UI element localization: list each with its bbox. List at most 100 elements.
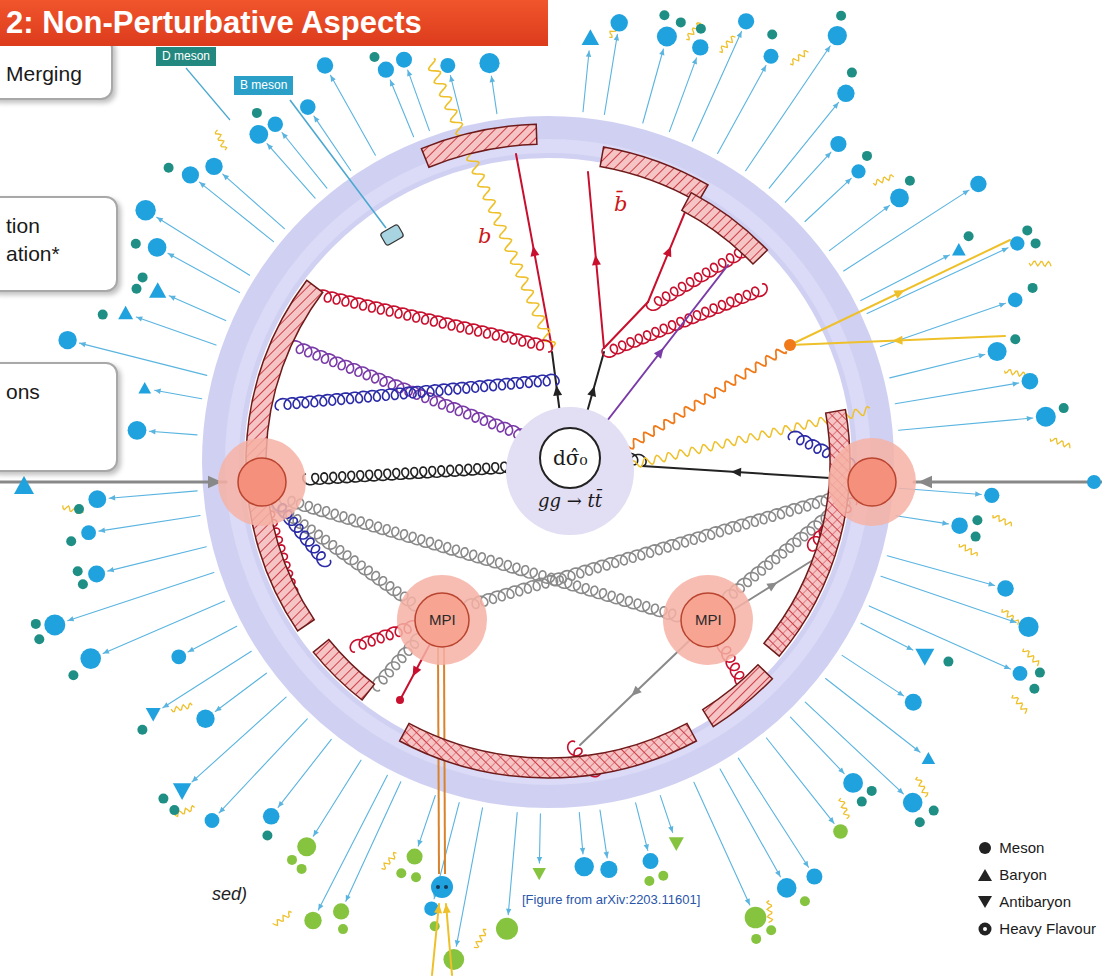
- decay-product: [73, 566, 83, 576]
- hadron-track: [169, 296, 226, 321]
- hadron-track: [643, 49, 664, 123]
- hadron-track: [136, 317, 216, 345]
- arrow-head: [737, 31, 742, 38]
- arrow-head: [654, 348, 664, 359]
- meson-symbol: [496, 918, 518, 940]
- heavy-flavour-cluster: [380, 224, 404, 246]
- hadron-track: [314, 116, 351, 170]
- hadron-track: [767, 738, 835, 823]
- hadron-track: [456, 808, 482, 946]
- parton-line: [588, 172, 604, 348]
- meson-symbol: [128, 421, 147, 440]
- decay-product: [800, 896, 810, 906]
- parton-line: [790, 240, 1010, 345]
- arrow-head: [838, 767, 844, 773]
- decay-product: [696, 24, 706, 34]
- meson-symbol: [837, 85, 854, 102]
- meson-symbol: [575, 857, 594, 876]
- meson-symbol: [970, 176, 986, 192]
- decay-product: [34, 634, 44, 644]
- arrow-head: [199, 182, 205, 188]
- process-label: gg → tt̄: [538, 490, 602, 512]
- parton-line: [593, 265, 728, 439]
- beam-blob-halo: [218, 438, 306, 526]
- hard-process-circle: dσ̂₀gg → tt̄: [505, 406, 635, 536]
- hadron-track: [149, 431, 197, 435]
- box-text: Merging: [6, 60, 99, 88]
- parton-line: [446, 904, 452, 975]
- hadron-track: [844, 190, 969, 271]
- arrow-head: [663, 246, 671, 257]
- decay-product: [158, 794, 168, 804]
- mpi-core: [681, 593, 735, 647]
- meson-symbol: [205, 813, 220, 828]
- arrow-head: [163, 702, 170, 708]
- meson-symbol: [830, 136, 846, 152]
- hadron-track: [636, 803, 648, 851]
- meson-symbol: [600, 861, 617, 878]
- legend-text: Meson: [999, 839, 1044, 856]
- decay-product: [396, 868, 406, 878]
- arrow-head: [894, 290, 905, 298]
- baryon-symbol: [978, 869, 992, 881]
- arrow-head: [731, 468, 741, 477]
- hadron-track: [99, 516, 200, 532]
- arrow-head: [833, 102, 839, 108]
- decay-product: [131, 239, 141, 249]
- tag-text: B meson: [240, 78, 287, 93]
- photon-line: [1012, 695, 1027, 714]
- meson-symbol: [1022, 373, 1039, 390]
- arrow-head: [803, 861, 809, 868]
- arrow-head: [580, 848, 585, 854]
- meson-symbol: [249, 125, 268, 144]
- gluon-line: [316, 290, 553, 352]
- title-banner: 2: Non-Perturbative Aspects: [0, 0, 548, 46]
- box-text: ation*: [6, 240, 104, 268]
- arrow-head: [318, 904, 323, 911]
- mpi-core: [415, 593, 469, 647]
- hadron-track: [805, 178, 851, 221]
- meson-symbol: [396, 52, 412, 68]
- hadron-track: [318, 775, 387, 910]
- quark-label: b: [478, 224, 491, 249]
- arrow-head: [331, 75, 336, 82]
- decay-product: [287, 855, 297, 865]
- arrow-head: [531, 246, 540, 257]
- decay-product: [862, 151, 872, 161]
- arrow-head: [149, 429, 155, 434]
- hadron-track: [155, 390, 202, 399]
- arrow-head: [314, 116, 320, 123]
- arrow-head: [192, 776, 198, 782]
- meson-symbol: [81, 525, 96, 540]
- hard-process-halo: [506, 407, 634, 535]
- hadron-track: [199, 182, 273, 242]
- arrow-head: [1027, 416, 1033, 421]
- meson-symbol: [657, 27, 677, 47]
- meson-symbol: [44, 614, 65, 635]
- antibaryon-symbol: [146, 708, 161, 722]
- parton-layer: [262, 58, 1010, 975]
- photon-line: [171, 703, 192, 711]
- meson-symbol: [764, 49, 779, 64]
- meson-symbol: [88, 490, 106, 508]
- arrow-head: [413, 666, 422, 677]
- decay-product: [905, 176, 915, 186]
- string-segment: [313, 640, 374, 701]
- photon-line: [215, 130, 226, 150]
- hadron-track: [157, 217, 250, 275]
- hadron-track: [103, 601, 225, 653]
- onium-symbol: [431, 876, 453, 898]
- baryon-symbol: [138, 382, 151, 393]
- hadron-track: [215, 673, 266, 711]
- arrow-head: [893, 336, 903, 345]
- hadron-track: [791, 717, 845, 774]
- arrow-head: [68, 616, 75, 621]
- string-segment: [400, 723, 697, 778]
- arrow-head: [978, 353, 985, 358]
- ring-layer: [0, 137, 1102, 787]
- arrow-head: [999, 303, 1006, 308]
- legend-symbol: [977, 894, 993, 910]
- decay-product: [252, 108, 262, 118]
- decay-product: [1035, 668, 1045, 678]
- arrow-head: [215, 706, 221, 712]
